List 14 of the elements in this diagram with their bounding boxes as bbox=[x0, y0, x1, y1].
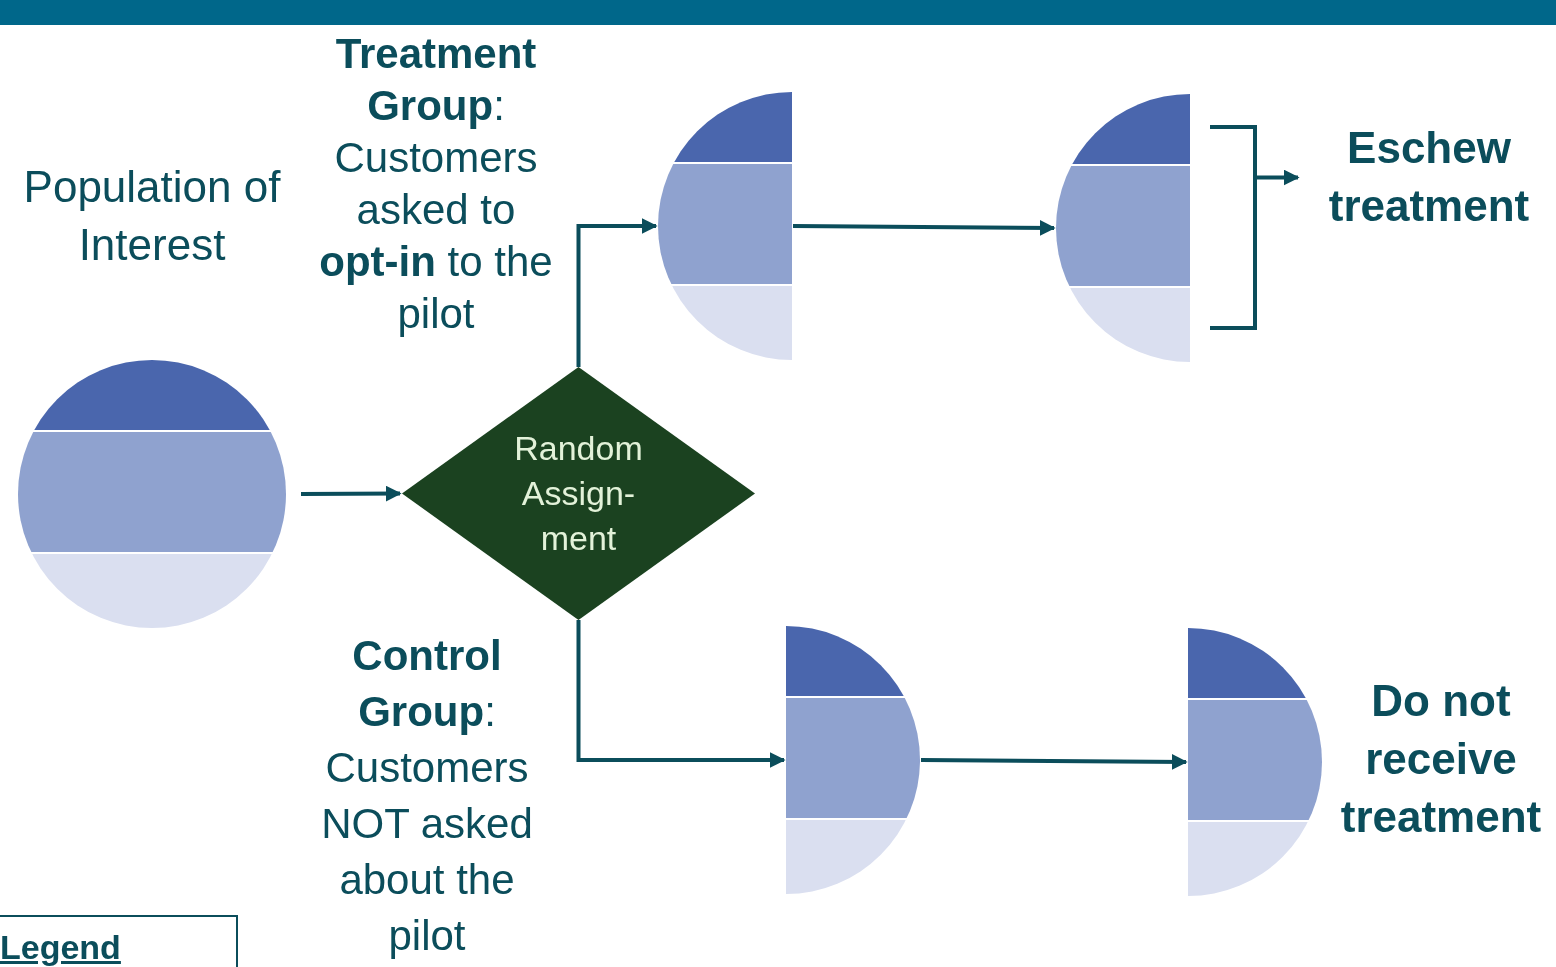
arrow bbox=[921, 753, 1188, 770]
node-title: Population of Interest bbox=[22, 161, 282, 271]
arrow bbox=[301, 485, 402, 502]
node-label: Random Assign-ment bbox=[513, 428, 644, 559]
bracket-arrow bbox=[1208, 125, 1300, 330]
legend-title: Legend bbox=[0, 927, 122, 967]
arrow bbox=[576, 620, 786, 768]
outcome-label: Do not receive treatment bbox=[1339, 675, 1543, 843]
group-description: Control Group: Customers NOT asked about the pilot bbox=[320, 631, 534, 961]
outcome-label: Eschew treatment bbox=[1327, 122, 1531, 232]
arrow bbox=[793, 219, 1056, 236]
arrow bbox=[576, 218, 658, 367]
group-description: Treatment Group: Customers asked to opt-in to the pilot bbox=[318, 29, 554, 339]
legend-box bbox=[0, 915, 238, 967]
